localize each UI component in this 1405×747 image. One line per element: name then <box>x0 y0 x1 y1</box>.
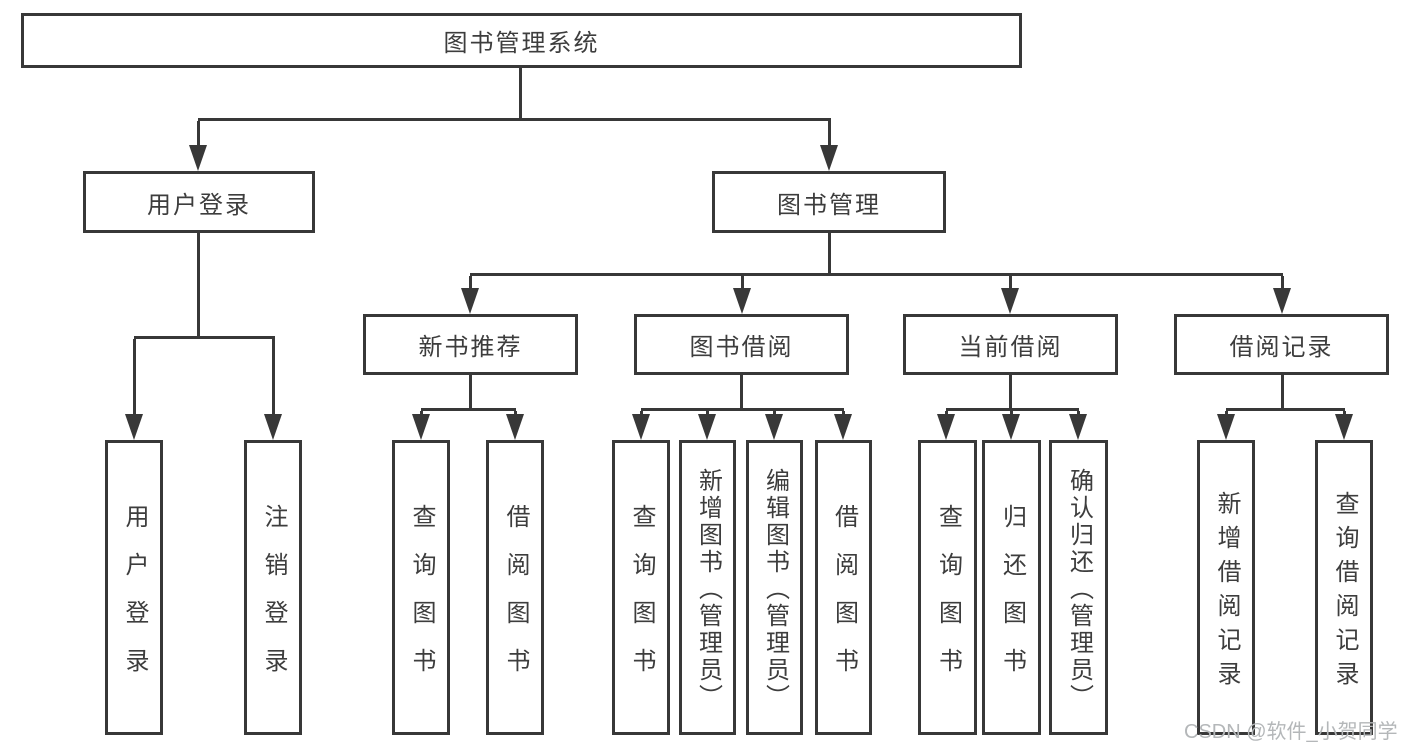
connector-line <box>134 336 275 339</box>
connector-line <box>740 375 743 411</box>
arrow-down-icon <box>412 414 430 440</box>
node-user-login-label: 用户登录 <box>147 191 251 219</box>
arrow-down-icon <box>632 414 650 440</box>
arrow-down-icon <box>733 288 751 314</box>
leaf-return-books-label: 归还图书 <box>998 503 1026 696</box>
node-current-borrow: 当前借阅 <box>903 314 1118 375</box>
connector-line <box>1281 276 1284 290</box>
leaf-add-borrow-record: 新增借阅记录 <box>1197 440 1255 735</box>
connector-line <box>197 121 200 148</box>
arrow-down-icon <box>937 414 955 440</box>
leaf-query-books-label: 查询图书 <box>408 503 435 696</box>
node-current-borrow-label: 当前借阅 <box>958 334 1063 361</box>
leaf-query-books: 查询图书 <box>612 440 670 735</box>
leaf-query-books: 查询图书 <box>918 440 977 735</box>
leaf-query-books-label: 查询图书 <box>934 503 962 696</box>
arrow-down-icon <box>698 414 716 440</box>
leaf-query-borrow-record-label: 查询借阅记录 <box>1331 490 1358 695</box>
node-root-system: 图书管理系统 <box>21 13 1022 68</box>
node-user-login: 用户登录 <box>83 171 315 233</box>
connector-line <box>198 118 831 121</box>
leaf-add-borrow-record-label: 新增借阅记录 <box>1213 490 1240 695</box>
leaf-query-borrow-record: 查询借阅记录 <box>1315 440 1373 735</box>
connector-line <box>272 339 275 416</box>
node-borrow-records-label: 借阅记录 <box>1229 334 1334 361</box>
node-book-management: 图书管理 <box>712 171 946 233</box>
connector-line <box>133 339 136 416</box>
node-book-borrow: 图书借阅 <box>634 314 849 375</box>
leaf-return-books: 归还图书 <box>982 440 1041 735</box>
connector-line <box>470 273 1283 276</box>
connector-line <box>519 68 522 121</box>
connector-line <box>1009 375 1012 411</box>
arrow-down-icon <box>1273 288 1291 314</box>
arrow-down-icon <box>1069 414 1087 440</box>
arrow-down-icon <box>506 414 524 440</box>
leaf-logout-login-label: 注销登录 <box>260 503 287 696</box>
leaf-query-books: 查询图书 <box>392 440 450 735</box>
connector-line <box>469 375 472 411</box>
connector-line <box>1226 408 1345 411</box>
connector-line <box>946 408 1079 411</box>
connector-line <box>421 408 516 411</box>
leaf-edit-books-admin: 编辑图书（管理员） <box>746 440 803 735</box>
leaf-add-books-admin-label: 新增图书（管理员） <box>694 468 722 711</box>
node-book-management-label: 图书管理 <box>777 191 881 219</box>
node-borrow-records: 借阅记录 <box>1174 314 1389 375</box>
connector-line <box>469 276 472 290</box>
arrow-down-icon <box>1217 414 1235 440</box>
connector-line <box>828 233 831 276</box>
arrow-down-icon <box>1002 414 1020 440</box>
leaf-query-books-label: 查询图书 <box>628 503 655 696</box>
leaf-add-books-admin: 新增图书（管理员） <box>679 440 736 735</box>
arrow-down-icon <box>1001 288 1019 314</box>
node-new-book-recommend: 新书推荐 <box>363 314 578 375</box>
leaf-borrow-books: 借阅图书 <box>815 440 872 735</box>
connector-line <box>1009 276 1012 290</box>
connector-line <box>1281 375 1284 411</box>
node-new-book-recommend-label: 新书推荐 <box>418 334 523 361</box>
connector-line <box>741 276 744 290</box>
arrow-down-icon <box>461 288 479 314</box>
leaf-confirm-return-admin-label: 确认归还（管理员） <box>1065 468 1093 711</box>
leaf-borrow-books-label: 借阅图书 <box>502 503 529 696</box>
connector-line <box>197 233 200 339</box>
leaf-logout-login: 注销登录 <box>244 440 302 735</box>
connector-line <box>641 408 844 411</box>
arrow-down-icon <box>125 414 143 440</box>
leaf-borrow-books-label: 借阅图书 <box>830 503 858 696</box>
node-root-label: 图书管理系统 <box>443 30 600 57</box>
arrow-down-icon <box>834 414 852 440</box>
arrow-down-icon <box>820 145 838 171</box>
connector-line <box>828 121 831 148</box>
arrow-down-icon <box>264 414 282 440</box>
arrow-down-icon <box>189 145 207 171</box>
csdn-watermark: CSDN @软件_小贺同学 <box>1184 721 1398 743</box>
node-book-borrow-label: 图书借阅 <box>689 334 794 361</box>
leaf-borrow-books: 借阅图书 <box>486 440 544 735</box>
arrow-down-icon <box>1335 414 1353 440</box>
leaf-user-login: 用户登录 <box>105 440 163 735</box>
leaf-edit-books-admin-label: 编辑图书（管理员） <box>761 468 789 711</box>
leaf-user-login-label: 用户登录 <box>121 503 148 696</box>
leaf-confirm-return-admin: 确认归还（管理员） <box>1049 440 1108 735</box>
arrow-down-icon <box>765 414 783 440</box>
